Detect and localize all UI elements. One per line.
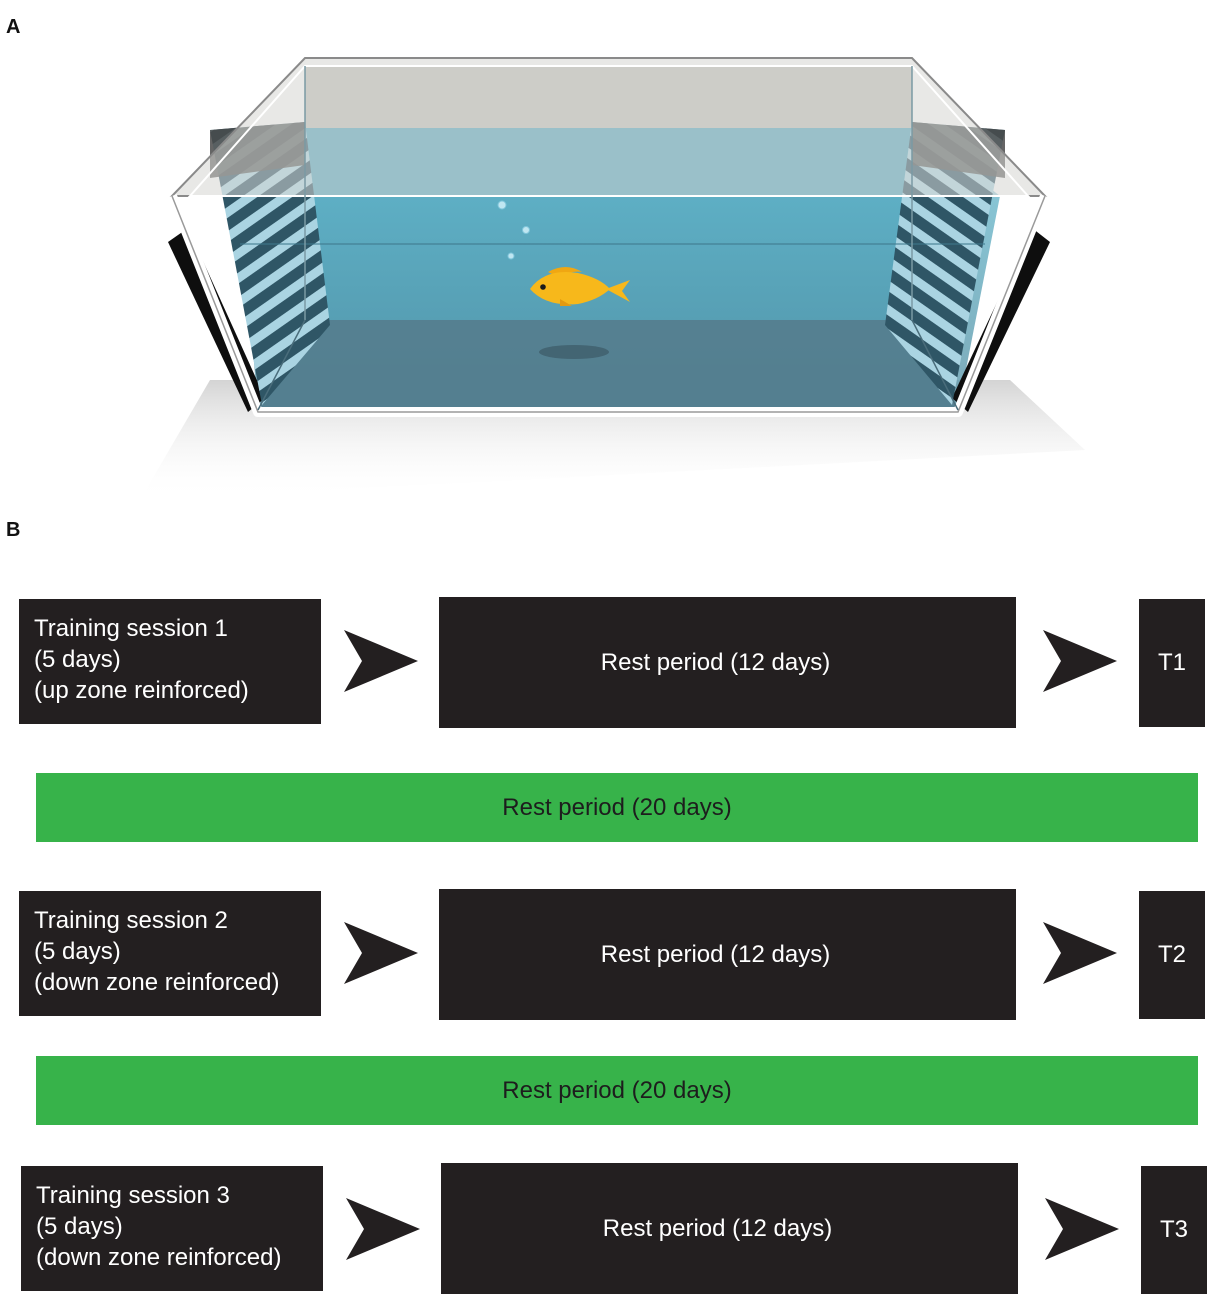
training-duration: (5 days) <box>34 646 121 673</box>
rest-period-label: Rest period (12 days) <box>600 940 831 968</box>
arrow-right-icon <box>1045 1198 1119 1260</box>
bubble <box>507 252 515 260</box>
arrow-right-icon <box>1043 630 1117 692</box>
panel-label-a: A <box>6 16 21 38</box>
rest-period-box: Rest period (12 days) <box>439 597 1016 728</box>
rest-period-box: Rest period (12 days) <box>439 889 1016 1020</box>
fish-shadow <box>539 345 609 359</box>
training-duration: (5 days) <box>36 1213 123 1240</box>
test-label: T1 <box>1157 649 1186 676</box>
panel-label-b: B <box>6 519 21 541</box>
training-zone: (down zone reinforced) <box>36 1244 282 1271</box>
rest-period-label: Rest period (12 days) <box>602 1214 833 1242</box>
aquarium-illustration <box>140 57 1085 500</box>
test-label: T3 <box>1159 1216 1188 1243</box>
training-session-box: Training session 3 (5 days) (down zone r… <box>21 1166 323 1291</box>
long-rest-bar: Rest period (20 days) <box>36 773 1198 842</box>
long-rest-bar: Rest period (20 days) <box>36 1056 1198 1125</box>
training-title: Training session 3 <box>36 1182 230 1209</box>
rest-period-label: Rest period (12 days) <box>600 648 831 676</box>
training-session-box: Training session 1 (5 days) (up zone rei… <box>19 599 321 724</box>
rest-period-box: Rest period (12 days) <box>441 1163 1018 1294</box>
bubble <box>522 226 530 234</box>
arrow-right-icon <box>1043 922 1117 984</box>
long-rest-label: Rest period (20 days) <box>502 1076 732 1104</box>
bubble <box>497 200 507 210</box>
test-box: T2 <box>1139 891 1205 1019</box>
training-session-box: Training session 2 (5 days) (down zone r… <box>19 891 321 1016</box>
training-duration: (5 days) <box>34 938 121 965</box>
arrow-right-icon <box>344 630 418 692</box>
training-title: Training session 1 <box>34 615 228 642</box>
fish-icon <box>530 267 630 306</box>
arrow-right-icon <box>344 922 418 984</box>
training-zone: (down zone reinforced) <box>34 969 280 996</box>
long-rest-label: Rest period (20 days) <box>502 793 732 821</box>
training-zone: (up zone reinforced) <box>34 677 249 704</box>
arrow-right-icon <box>346 1198 420 1260</box>
test-box: T3 <box>1141 1166 1207 1294</box>
test-box: T1 <box>1139 599 1205 727</box>
tank-rim <box>172 58 1045 196</box>
test-label: T2 <box>1157 941 1186 968</box>
training-title: Training session 2 <box>34 907 228 934</box>
